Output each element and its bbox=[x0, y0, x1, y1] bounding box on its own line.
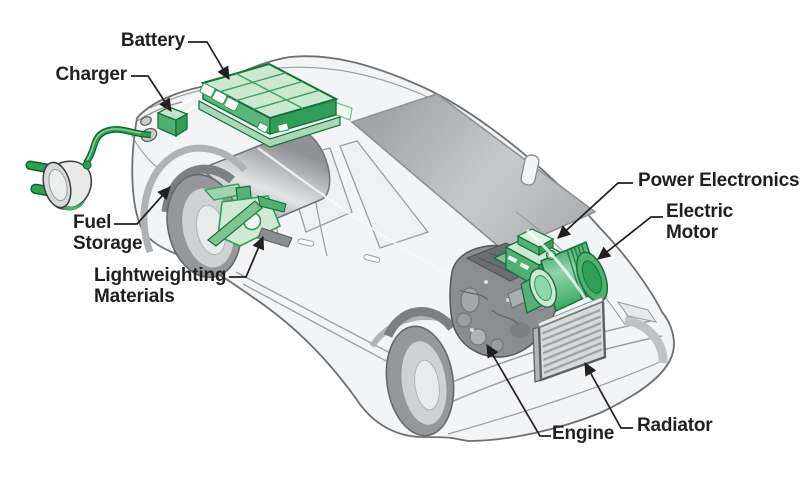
lightweighting-materials-label: Lightweighting Materials bbox=[94, 265, 227, 307]
battery-label: Battery bbox=[120, 30, 185, 51]
radiator-label: Radiator bbox=[637, 415, 713, 436]
lightweighting-label-line2: Materials bbox=[94, 285, 175, 307]
lightweighting-leader bbox=[229, 235, 265, 278]
leader-arrows bbox=[114, 41, 663, 437]
charging-cable bbox=[83, 126, 152, 166]
lightweighting-label-line1: Lightweighting bbox=[94, 265, 227, 286]
battery-connectors bbox=[199, 82, 290, 133]
electric-motor-label-line1: Electric bbox=[666, 201, 734, 222]
radiator-leader bbox=[584, 361, 633, 429]
power-electronics-leader bbox=[557, 182, 633, 239]
front-wheel bbox=[369, 307, 470, 437]
electric-motor-label: Electric Motor bbox=[666, 201, 734, 243]
engine-leader bbox=[486, 343, 551, 437]
lightweighting-part bbox=[203, 183, 293, 248]
engine-label: Engine bbox=[552, 423, 615, 444]
side-mirror bbox=[520, 154, 540, 186]
fuel-storage-label-line1: Fuel bbox=[73, 212, 112, 233]
electric-motor-label-line2: Motor bbox=[666, 221, 718, 243]
battery-leader bbox=[188, 41, 230, 81]
door-handle bbox=[297, 238, 315, 247]
power-electronics-label: Power Electronics bbox=[638, 170, 800, 191]
power-plug bbox=[25, 160, 93, 211]
radiator-unit bbox=[532, 296, 607, 383]
front-door-window bbox=[339, 140, 430, 249]
electric-motor-leader bbox=[597, 216, 663, 260]
headlight bbox=[616, 301, 658, 323]
charger-leader bbox=[131, 75, 172, 113]
door-handle bbox=[363, 254, 381, 263]
battery-pack bbox=[198, 62, 353, 148]
fuel-storage-label-line2: Storage bbox=[73, 232, 143, 254]
battery-grid bbox=[219, 72, 320, 110]
fuel-storage-label: Fuel Storage bbox=[73, 212, 143, 254]
charger-label: Charger bbox=[55, 64, 128, 85]
windshield-glass bbox=[350, 93, 597, 253]
fuel-storage-leader bbox=[114, 186, 171, 225]
